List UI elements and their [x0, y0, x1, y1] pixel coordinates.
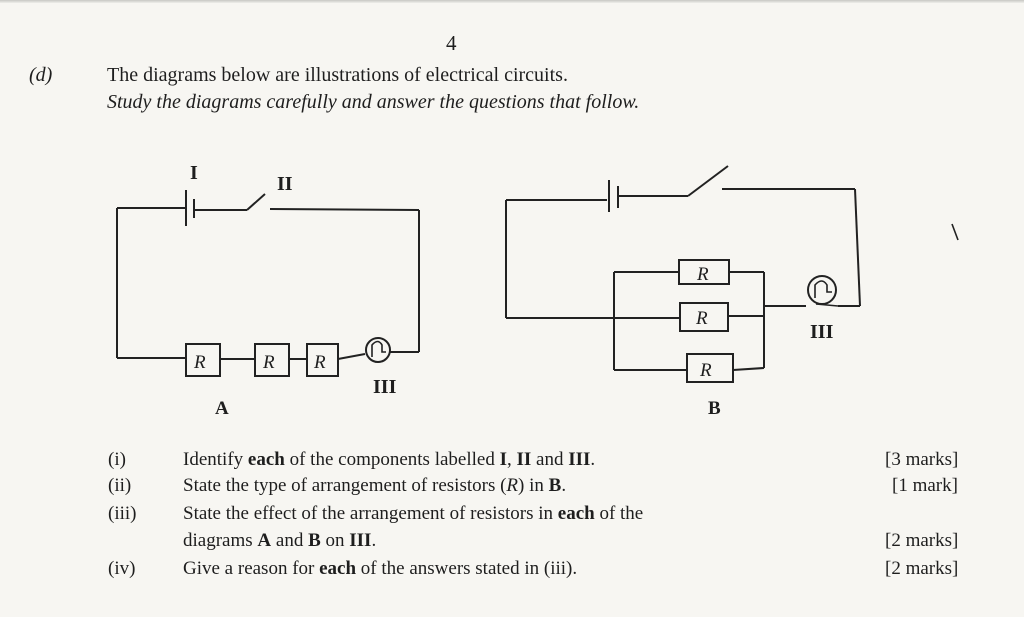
label-switch-II: II [277, 173, 293, 195]
resistor-b-1-label: R [696, 264, 709, 285]
resistor-a-3-label: R [313, 352, 326, 373]
diagram-a-caption: A [215, 398, 229, 419]
question-iv-number: (iv) [108, 558, 136, 579]
question-iii-text-line-2: diagrams A and B on III. [183, 530, 377, 551]
resistor-b-2-label: R [695, 308, 708, 329]
circuit-diagram-b: R R R III B [505, 165, 861, 419]
resistor-a-2-label: R [262, 352, 275, 373]
page-number: 4 [446, 31, 457, 55]
question-i-text: Identify each of the components labelled… [183, 449, 596, 470]
switch-b-lever [687, 165, 729, 197]
part-label: (d) [29, 64, 53, 86]
resistor-a-1-label: R [193, 352, 206, 373]
question-i-marks: [3 marks] [885, 449, 959, 470]
circuit-diagram-a: I II III R R R A [116, 162, 420, 419]
intro-text: The diagrams below are illustrations of … [107, 62, 639, 116]
question-iii-number: (iii) [108, 503, 137, 524]
stray-mark [951, 223, 959, 241]
question-iv-marks: [2 marks] [885, 558, 959, 579]
switch-lever [246, 193, 266, 211]
label-cell-I: I [190, 162, 198, 184]
bulb-b [807, 275, 837, 305]
intro-line-2: Study the diagrams carefully and answer … [107, 91, 640, 113]
question-iv-text: Give a reason for each of the answers st… [183, 558, 578, 579]
bulb-a [365, 337, 391, 363]
question-ii-marks: [1 mark] [892, 475, 958, 496]
diagram-b-caption: B [708, 398, 721, 419]
question-ii-number: (ii) [108, 475, 132, 496]
question-iii-text-line-1: State the effect of the arrangement of r… [183, 503, 644, 524]
resistor-b-3-label: R [699, 360, 712, 381]
resistor-b-3 [686, 353, 734, 383]
label-bulb-a-III: III [373, 376, 397, 398]
resistor-a-3 [306, 343, 339, 377]
question-iii-marks: [2 marks] [885, 530, 959, 551]
question-ii-text: State the type of arrangement of resisto… [183, 475, 567, 496]
top-rule [0, 0, 1024, 3]
question-i-number: (i) [108, 449, 126, 470]
label-bulb-b-III: III [810, 321, 834, 343]
intro-line-1: The diagrams below are illustrations of … [107, 64, 568, 86]
